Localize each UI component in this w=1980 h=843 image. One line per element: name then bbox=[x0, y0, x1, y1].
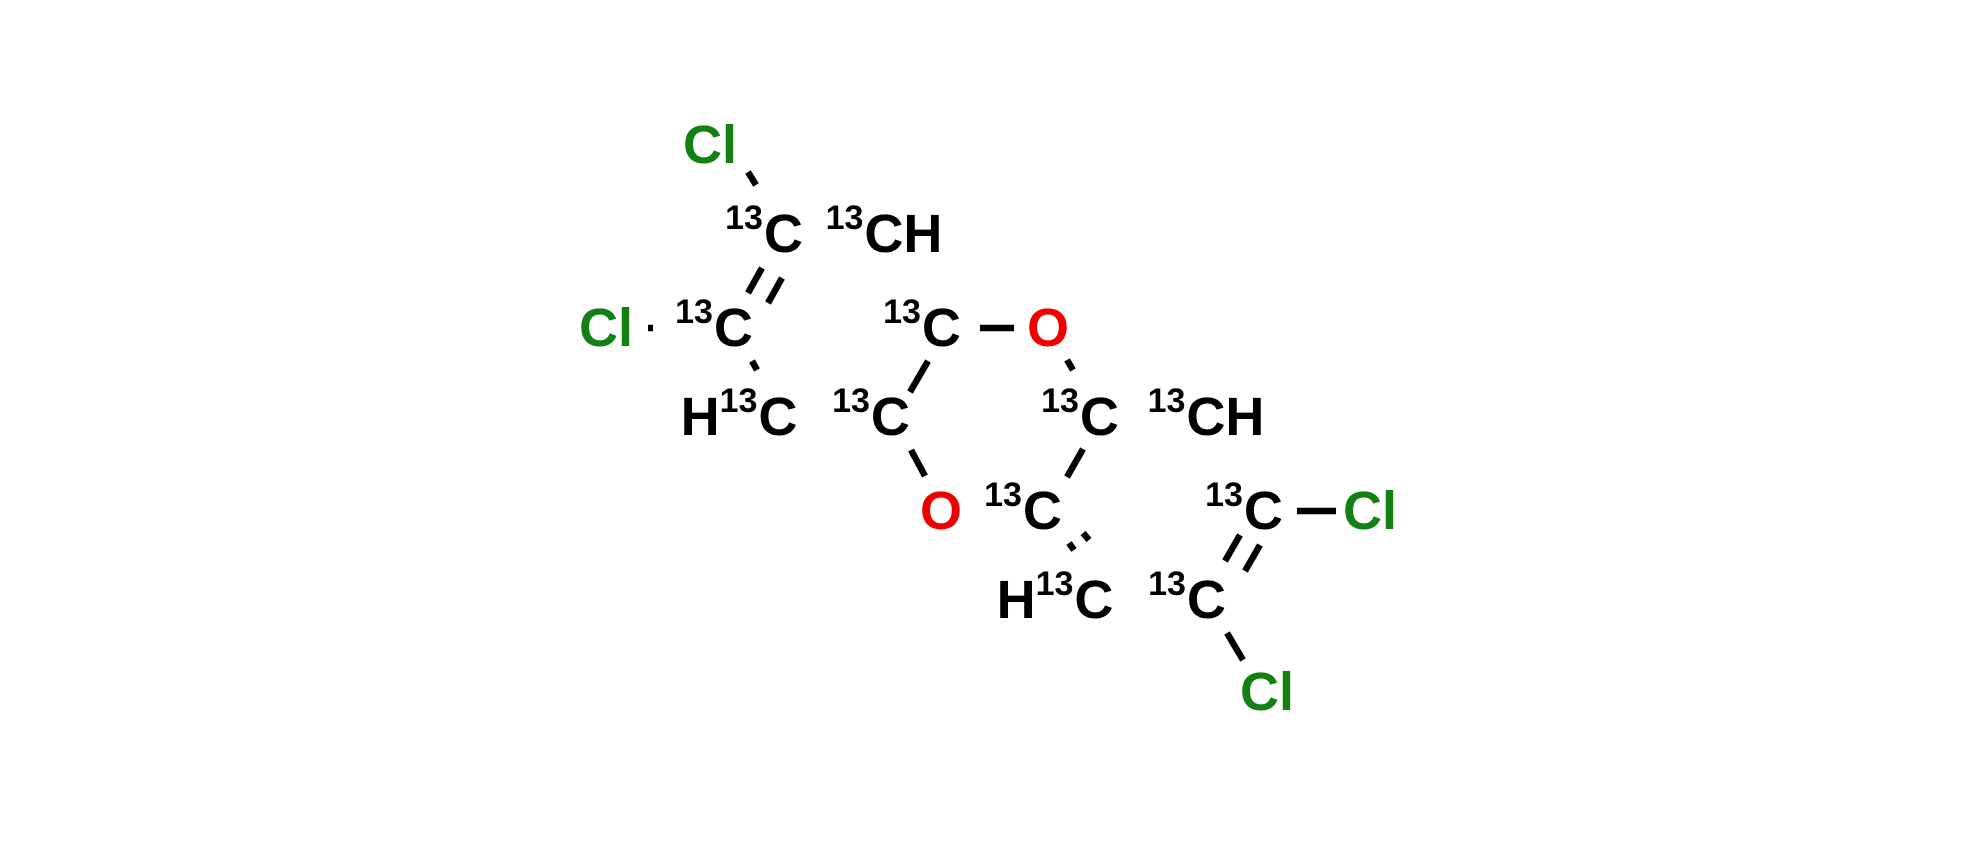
atom-label: C bbox=[1022, 481, 1062, 541]
atom-chlorine-1: Cl bbox=[683, 118, 737, 172]
atom-label: C bbox=[1074, 570, 1114, 630]
atom-label: O bbox=[1026, 298, 1070, 358]
atom-label: C bbox=[1079, 387, 1119, 447]
atom-carbon-10: 13C bbox=[1205, 478, 1283, 541]
bond-c4-c6 bbox=[907, 359, 931, 394]
bond-o1-c7 bbox=[1064, 358, 1076, 372]
atom-carbon-2: 13CH bbox=[826, 201, 943, 264]
bond-c3-c5 bbox=[749, 359, 760, 372]
isotope-label: 13 bbox=[832, 382, 870, 420]
bond-cl1-c1 bbox=[745, 170, 759, 187]
atom-label: Cl bbox=[1240, 662, 1294, 722]
atom-carbon-9: 13C bbox=[984, 478, 1062, 541]
atom-label: C bbox=[921, 298, 961, 358]
bond-c12-cl4 bbox=[1224, 631, 1246, 662]
hydrogen-prefix: H bbox=[680, 387, 720, 447]
atom-label: CH bbox=[864, 204, 943, 264]
atom-label: Cl bbox=[579, 298, 633, 358]
atom-chlorine-4: Cl bbox=[1240, 665, 1294, 719]
isotope-label: 13 bbox=[1041, 382, 1079, 420]
bond-c9-c11-a bbox=[1080, 530, 1092, 543]
atom-carbon-8: 13CH bbox=[1148, 384, 1265, 447]
bond-c10-c12-b bbox=[1242, 543, 1263, 573]
hydrogen-prefix: H bbox=[996, 570, 1036, 630]
atom-carbon-7: 13C bbox=[1041, 384, 1119, 447]
atom-oxygen-1: O bbox=[1027, 301, 1069, 355]
atom-label: C bbox=[763, 204, 803, 264]
bond-c6-o2 bbox=[908, 448, 928, 478]
bond-c10-c12-a bbox=[1222, 533, 1243, 563]
bond-c9-c11-b bbox=[1066, 541, 1077, 552]
isotope-label: 13 bbox=[825, 199, 864, 237]
atom-label: C bbox=[1186, 570, 1226, 630]
isotope-label: 13 bbox=[1147, 382, 1186, 420]
atom-oxygen-2: O bbox=[920, 484, 962, 538]
atom-carbon-12: 13C bbox=[1148, 567, 1226, 630]
isotope-label: 13 bbox=[675, 293, 713, 331]
atom-label: Cl bbox=[683, 115, 737, 175]
isotope-label: 13 bbox=[725, 199, 763, 237]
isotope-label: 13 bbox=[719, 382, 758, 420]
atom-label: C bbox=[713, 298, 753, 358]
bond-c1-c3-a bbox=[745, 266, 765, 295]
atom-label: C bbox=[1243, 481, 1283, 541]
isotope-label: 13 bbox=[1205, 476, 1243, 514]
atom-label: Cl bbox=[1343, 481, 1397, 541]
isotope-label: 13 bbox=[883, 293, 921, 331]
atom-chlorine-3: Cl bbox=[1343, 484, 1397, 538]
atom-carbon-4: 13C bbox=[883, 295, 961, 358]
bond-c1-c3-b bbox=[765, 276, 785, 305]
isotope-label: 13 bbox=[1035, 565, 1074, 603]
isotope-label: 13 bbox=[984, 476, 1022, 514]
atom-label: C bbox=[870, 387, 910, 447]
atom-carbon-1: 13C bbox=[725, 201, 803, 264]
atom-carbon-11: H13C bbox=[996, 567, 1114, 630]
atom-chlorine-2: Cl bbox=[579, 301, 633, 355]
atom-carbon-5: H13C bbox=[680, 384, 798, 447]
atom-label: CH bbox=[1186, 387, 1265, 447]
atom-carbon-3: 13C bbox=[675, 295, 753, 358]
isotope-label: 13 bbox=[1148, 565, 1186, 603]
atom-label: C bbox=[758, 387, 798, 447]
atom-carbon-6: 13C bbox=[832, 384, 910, 447]
atom-label: O bbox=[919, 481, 963, 541]
bond-c7-c9 bbox=[1064, 447, 1086, 479]
